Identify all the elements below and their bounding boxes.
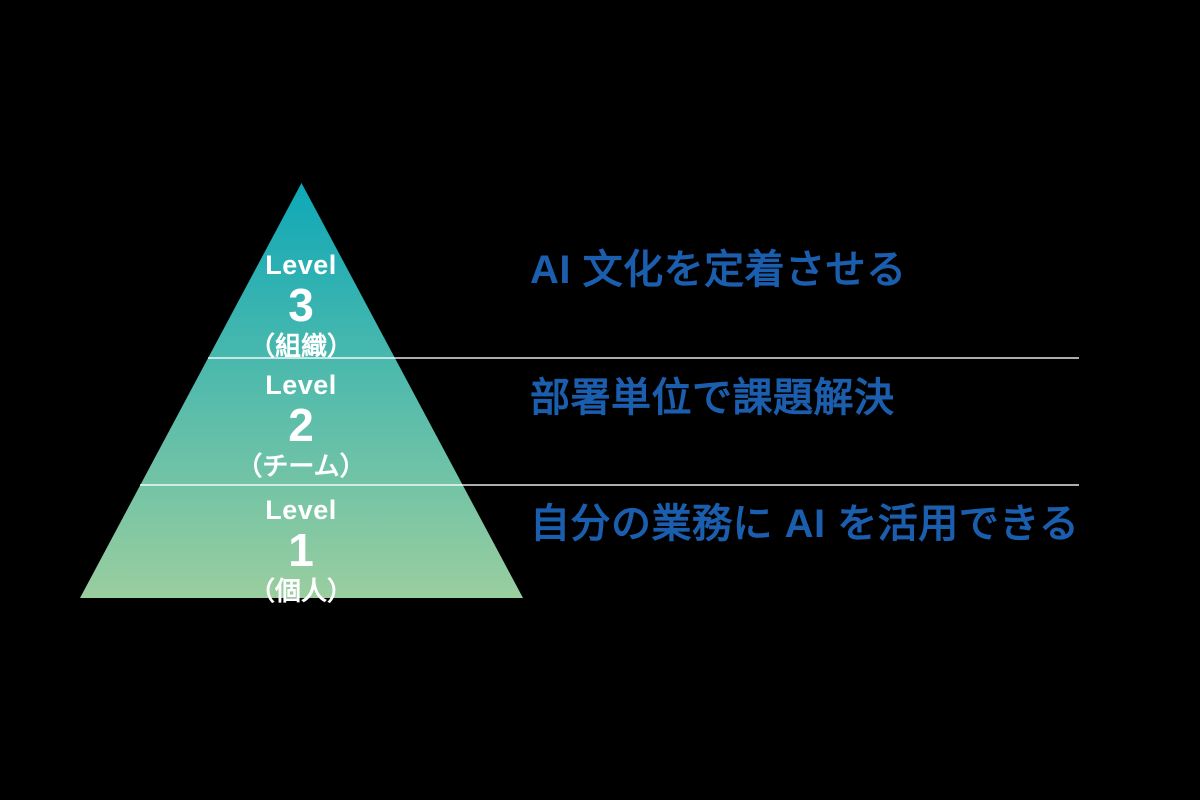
level-1-word: Level (265, 495, 337, 525)
divider-line-1 (208, 357, 1079, 359)
pyramid-level-1-label: Level 1 （個人） (248, 495, 354, 606)
level-2-description: 部署単位で課題解決 (530, 376, 895, 420)
level-3-word: Level (265, 250, 337, 280)
level-1-number: 1 (288, 524, 314, 576)
level-2-scope: （チーム） (236, 451, 366, 481)
divider-line-2 (140, 484, 1079, 486)
level-1-description: 自分の業務に AI を活用できる (530, 502, 1080, 546)
level-3-description: AI 文化を定着させる (530, 248, 907, 292)
pyramid-level-2-label: Level 2 （チーム） (236, 370, 366, 481)
level-2-word: Level (265, 370, 337, 400)
level-3-scope: （組織） (248, 331, 354, 361)
level-1-scope: （個人） (248, 576, 354, 606)
level-3-number: 3 (288, 279, 314, 331)
pyramid-level-3-label: Level 3 （組織） (248, 250, 354, 361)
level-2-number: 2 (288, 399, 314, 451)
